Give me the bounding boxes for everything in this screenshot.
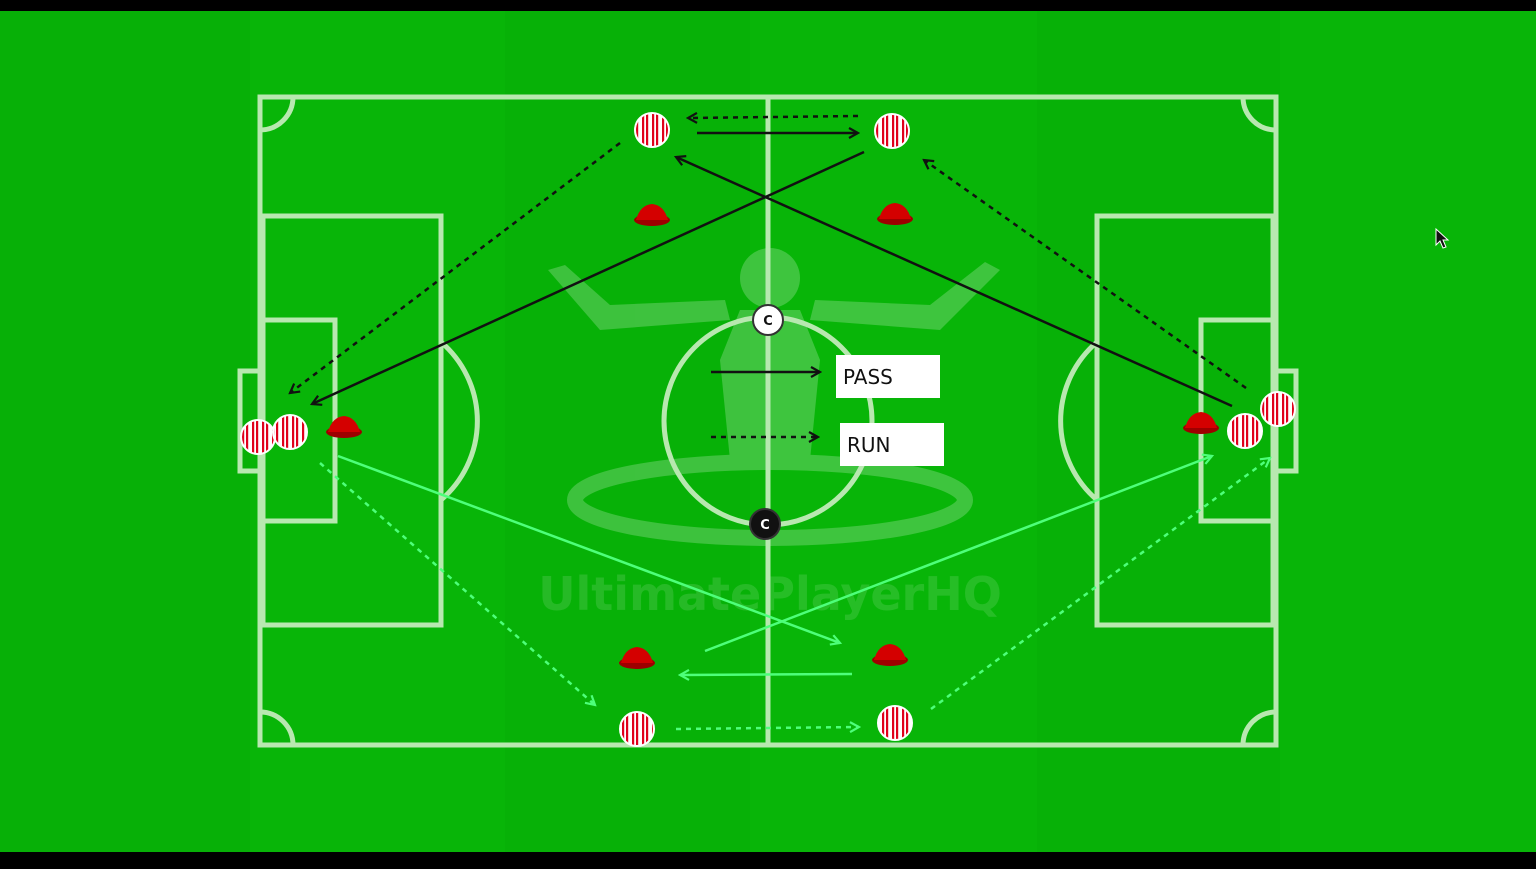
striped-player-marker-icon — [634, 112, 670, 148]
training-cone-icon — [326, 416, 362, 438]
left-penalty-arc — [439, 340, 480, 502]
training-cone-icon — [872, 644, 908, 666]
right-penalty-arc — [1058, 340, 1099, 502]
coach-label: C — [763, 314, 773, 329]
green-run-arrow — [675, 727, 859, 729]
green-run-arrows — [319, 458, 1270, 729]
legend-pass-box: PASS — [836, 355, 940, 398]
striped-player-marker-icon — [877, 705, 913, 741]
corner-arc — [1240, 709, 1277, 746]
training-cone-icon — [619, 647, 655, 669]
training-cone-icon — [877, 203, 913, 225]
striped-player-marker-icon — [272, 414, 308, 450]
coach-label: C — [760, 518, 770, 533]
striped-player-marker-icon — [240, 419, 276, 455]
training-cone-icon — [1183, 412, 1219, 434]
striped-player-marker-icon — [619, 711, 655, 747]
green-pass-arrows — [337, 454, 1212, 675]
cones — [326, 203, 1219, 669]
pass-arrow — [676, 157, 1233, 408]
green-run-arrow — [319, 462, 595, 705]
corner-arc — [1240, 96, 1277, 133]
striped-player-marker-icon — [1260, 391, 1296, 427]
run-arrows — [290, 116, 1247, 393]
corner-arc — [259, 96, 296, 133]
green-pass-arrow — [337, 454, 840, 643]
run-arrow — [688, 116, 859, 118]
legend-run-box: RUN — [840, 423, 944, 466]
players — [240, 112, 1296, 747]
green-pass-arrow — [704, 456, 1212, 653]
green-run-arrow — [930, 458, 1270, 711]
corner-arc — [259, 709, 296, 746]
coach-marker-icon: C — [749, 508, 781, 540]
mouse-pointer-icon — [1435, 227, 1450, 249]
training-cone-icon — [634, 204, 670, 226]
legend-pass-label: PASS — [843, 364, 893, 389]
green-pass-arrow — [680, 674, 853, 675]
legend-run-label: RUN — [847, 432, 891, 457]
coach-marker-icon: C — [752, 304, 784, 336]
pitch-stripe — [0, 11, 250, 852]
striped-player-marker-icon — [874, 113, 910, 149]
striped-player-marker-icon — [1227, 413, 1263, 449]
pitch-stripe — [505, 11, 750, 852]
pass-arrow — [312, 150, 865, 404]
pass-arrows — [312, 133, 1233, 408]
